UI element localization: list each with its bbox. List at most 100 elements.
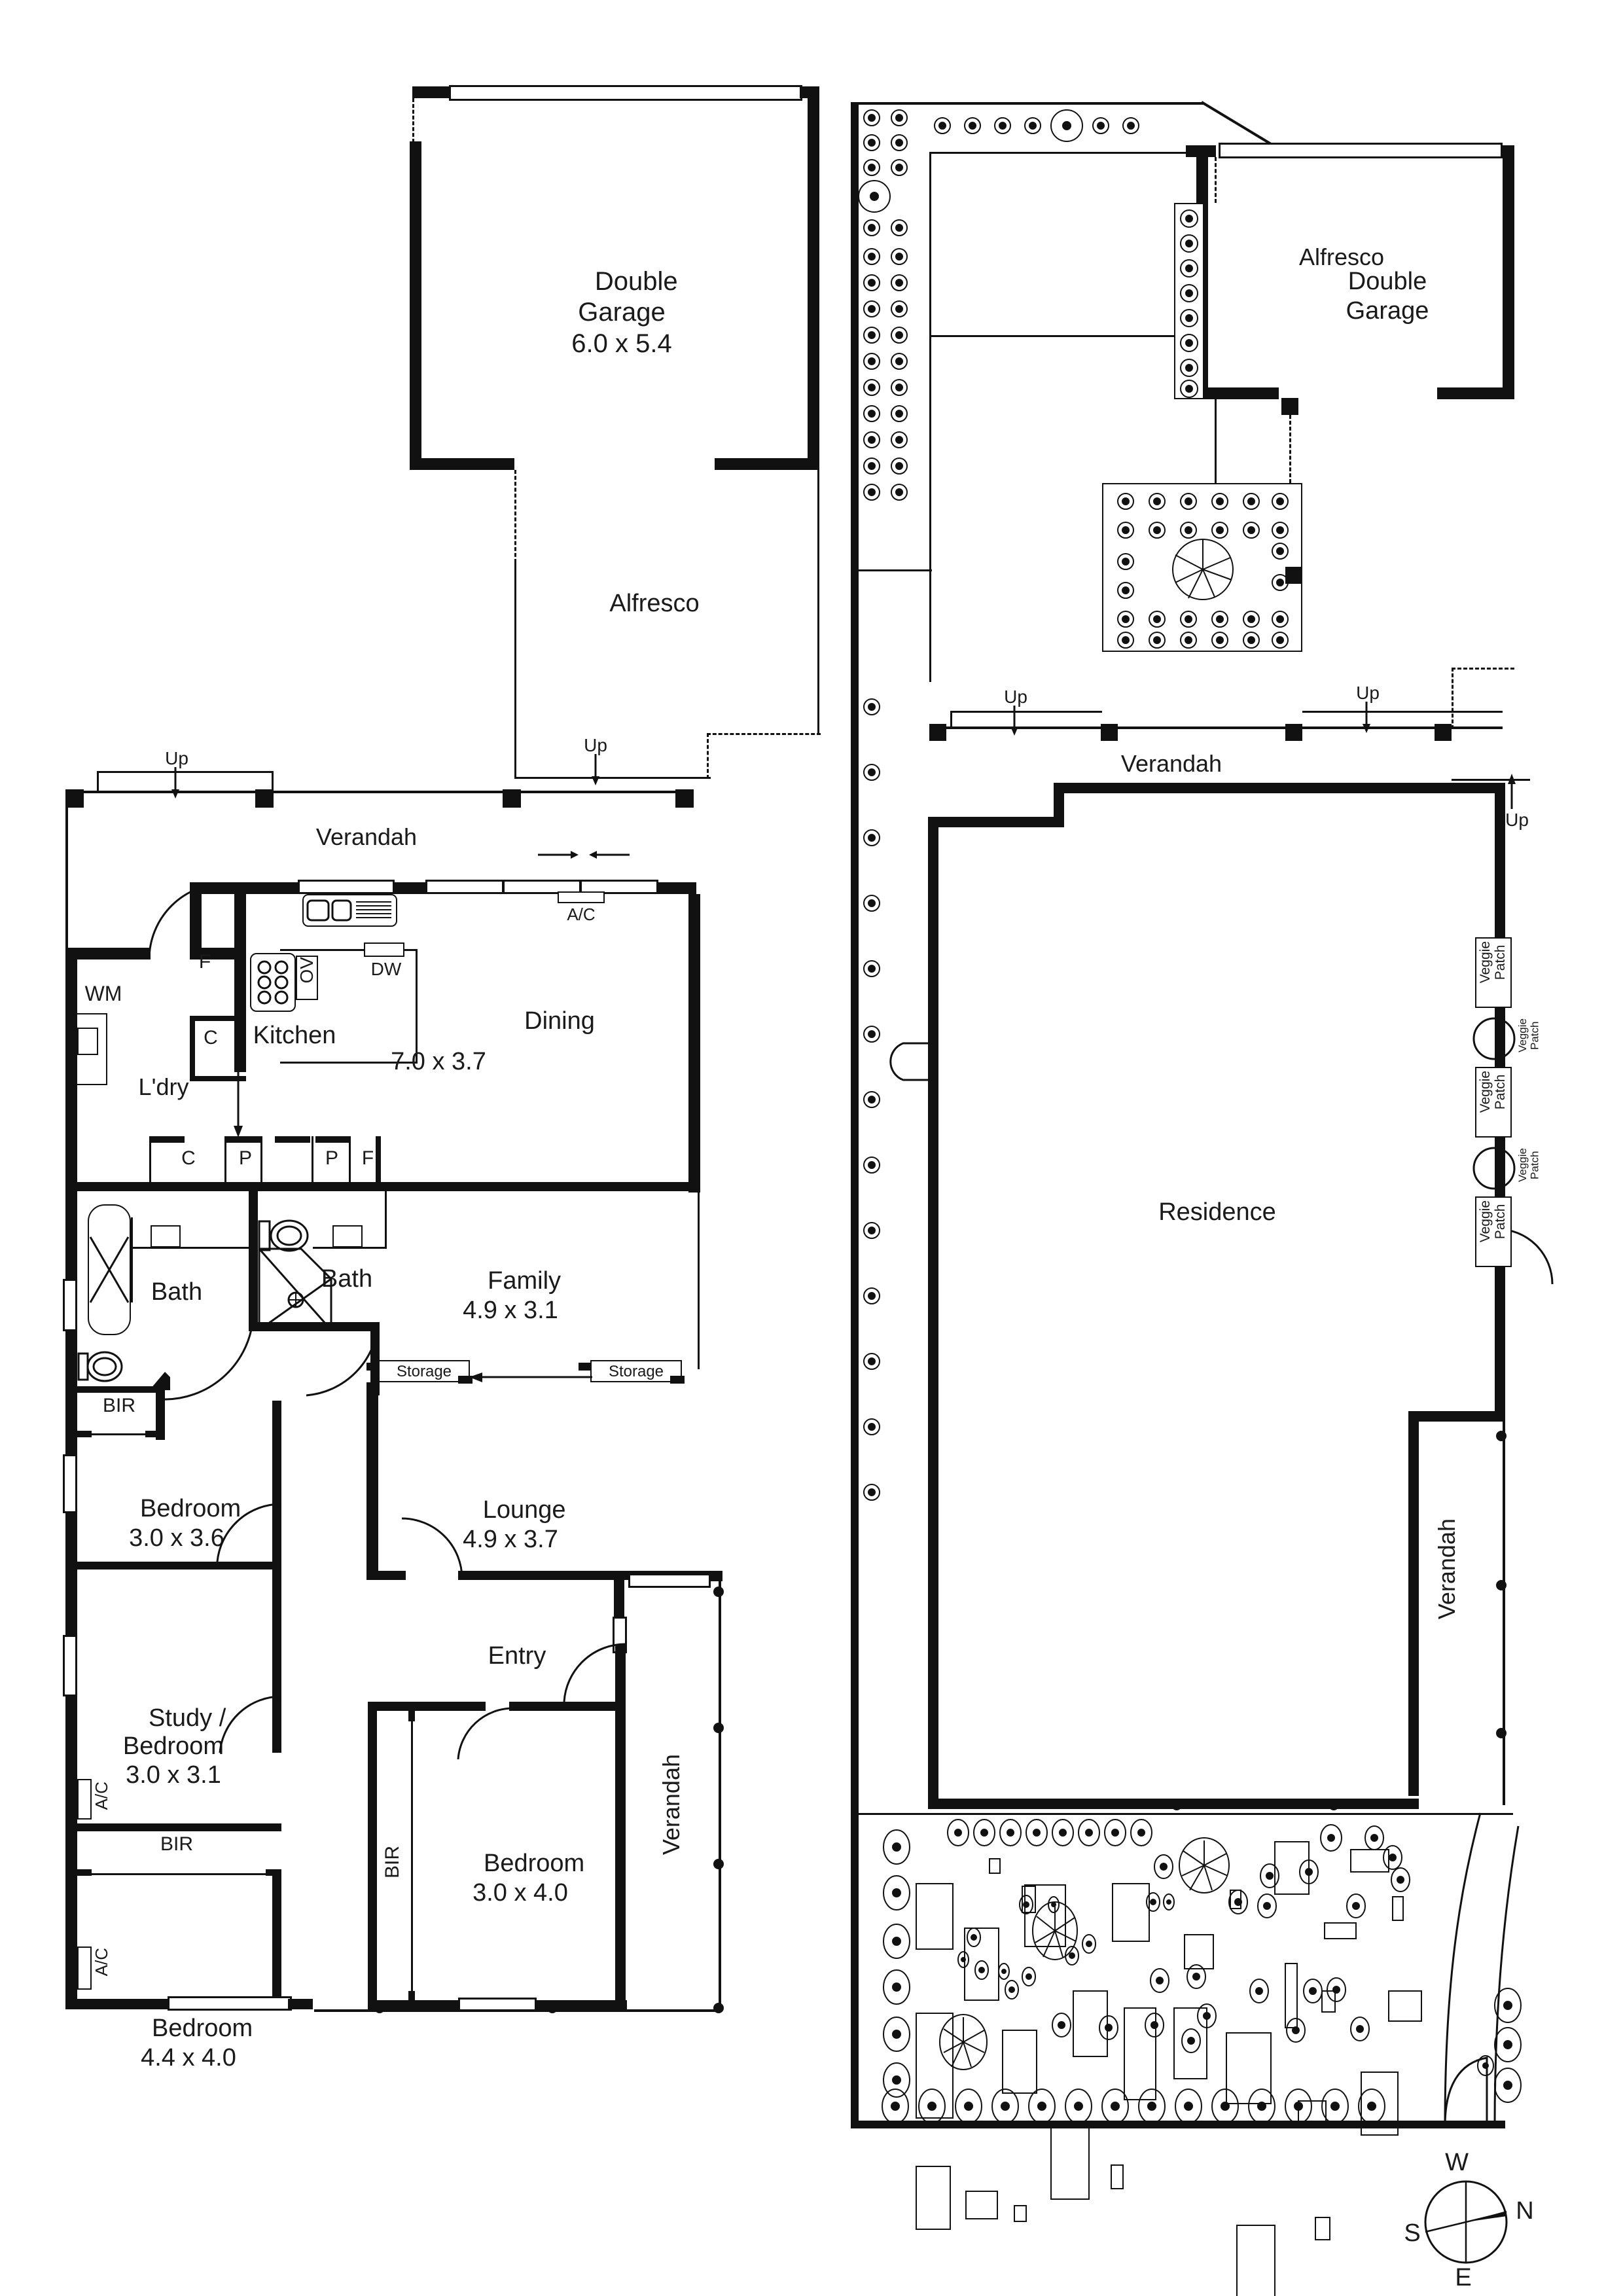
pantry-label-2: P	[325, 1147, 338, 1169]
veggie-patch-label-2: Veggie Patch	[1516, 1018, 1541, 1052]
compass-label-north: N	[1516, 2197, 1534, 2225]
site-alfresco-dashed	[1289, 415, 1291, 483]
site-garage-wall-right	[1503, 145, 1514, 398]
bath2-bottom-wall	[249, 1322, 380, 1331]
kitchen-bench-top	[280, 949, 418, 951]
cooktop-burners	[257, 960, 289, 1005]
front-lot-top-line	[929, 152, 1204, 154]
site-south-boundary	[851, 2121, 1505, 2128]
residence-west-door	[889, 1042, 928, 1081]
bir2-label: BIR	[160, 1833, 193, 1855]
dining-north-wall-right	[657, 882, 696, 894]
bir1-bottom	[77, 1433, 160, 1435]
site-verandah-label: Verandah	[1120, 750, 1222, 777]
verandah-post-1	[65, 789, 84, 808]
bedroom3-west-wall	[368, 1702, 377, 2009]
bathtub-cross	[89, 1236, 130, 1303]
bedroom3-south-wall-2	[535, 2000, 627, 2009]
storage1-wall-l	[366, 1363, 381, 1371]
laundry-door-swing	[148, 882, 226, 960]
ac-label-bedroom2: A/C	[92, 1948, 111, 1977]
up-arrow-right	[592, 754, 599, 785]
site-verandah-r-label: Verandah	[1433, 1518, 1460, 1620]
up-label-right: Up	[584, 735, 607, 755]
family-lounge-arrow	[469, 1372, 592, 1382]
site-verandah-dot-2	[1496, 1580, 1507, 1590]
site-garage-wall-bottom-right	[1437, 387, 1514, 399]
bir2-bottom-l	[77, 1869, 92, 1876]
verandah-post-dot-1	[713, 1587, 724, 1597]
verandah-top-label: Verandah	[315, 823, 418, 850]
bedroom3-east-wall	[615, 1644, 626, 2009]
veggie-patch-circle-1	[1472, 1017, 1516, 1060]
bath2-vanity-right	[385, 1191, 387, 1249]
front-lot-left-line	[929, 152, 931, 682]
site-verandah-right-line	[1452, 779, 1530, 781]
storage2-wall-r	[670, 1376, 685, 1384]
bath-divider-wall	[249, 1191, 258, 1331]
ac-label-study: A/C	[92, 1782, 111, 1810]
kitchen-niche-top	[190, 882, 237, 894]
bedroom1-south-wall	[77, 1562, 281, 1570]
laundry-north-wall-2	[190, 948, 246, 960]
site-verandah-post-3	[1285, 724, 1302, 741]
hall-row-vdiv-1	[149, 1136, 151, 1186]
storage1-label: Storage	[396, 1363, 452, 1380]
garden-right-shrubs	[1477, 1988, 1522, 2103]
bir1-bottom-wall-l	[77, 1431, 92, 1437]
front-lot-mid-line	[929, 335, 1191, 337]
bedroom3-north-wall	[368, 1702, 486, 1711]
site-west-boundary	[851, 102, 859, 2128]
cupboard-label-1: C	[204, 1027, 218, 1049]
hall-row-top-wall-1	[149, 1136, 185, 1143]
garden-north-line	[859, 1813, 1513, 1815]
ac-unit-bedroom2	[77, 1946, 92, 1990]
garage-dashed-edge	[412, 98, 414, 143]
bath2-shower	[258, 1247, 332, 1331]
alfresco-dashed-bottom	[707, 733, 821, 735]
site-garage-header-left	[1186, 145, 1216, 157]
garage-door-header	[412, 86, 452, 98]
hall-row-vdiv-6	[376, 1136, 381, 1186]
bedroom3-door-swing	[457, 1707, 514, 1760]
site-verandah-top-edge	[929, 726, 1503, 729]
study-east-wall	[272, 1570, 281, 1751]
north-hedge-shrubs	[934, 109, 1139, 142]
kitchen-bench-bottom	[280, 1062, 418, 1064]
verandah-post-3	[503, 789, 521, 808]
verandah-post-dot-4	[713, 2003, 724, 2013]
laundry-trough-inner	[77, 1028, 98, 1055]
site-dashed-r	[1452, 668, 1514, 670]
site-verandah-dot-4	[1329, 1800, 1339, 1810]
kitchen-north-wall-seg	[393, 882, 427, 894]
west-boundary-shrubs-lower	[863, 698, 880, 1501]
verandah-post-dot-2	[713, 1723, 724, 1733]
bath2-basin	[332, 1225, 363, 1247]
dining-label: Dining	[524, 1007, 595, 1035]
bath1-vanity-line-top	[131, 1217, 133, 1302]
verandah-step-outline-right	[272, 771, 274, 792]
garage-wall-right	[808, 86, 819, 469]
bath1-label: Bath	[151, 1278, 203, 1306]
bir2-bottom	[77, 1873, 281, 1875]
hall-row-vdiv-5	[349, 1136, 351, 1186]
dining-dimensions: 7.0 x 3.7	[391, 1048, 486, 1075]
bath1-window	[63, 1279, 77, 1331]
bir2-bottom-r	[266, 1869, 281, 1876]
residence-step-north	[928, 817, 1064, 827]
bedroom2-window	[168, 1996, 292, 2011]
bath2-door-jamb	[370, 1322, 380, 1395]
kitchen-bench-right	[416, 949, 418, 1064]
bath2-vanity-edge2	[363, 1247, 386, 1249]
up-label-left: Up	[165, 748, 188, 768]
bedroom2-east-wall	[272, 1873, 281, 2004]
site-alfresco-label: Alfresco	[1298, 243, 1385, 270]
site-garage-door	[1219, 143, 1503, 158]
site-up-mid-arrow	[1363, 702, 1370, 733]
verandah-step-outline-left	[97, 771, 99, 792]
site-up-far-right-label: Up	[1505, 810, 1529, 830]
